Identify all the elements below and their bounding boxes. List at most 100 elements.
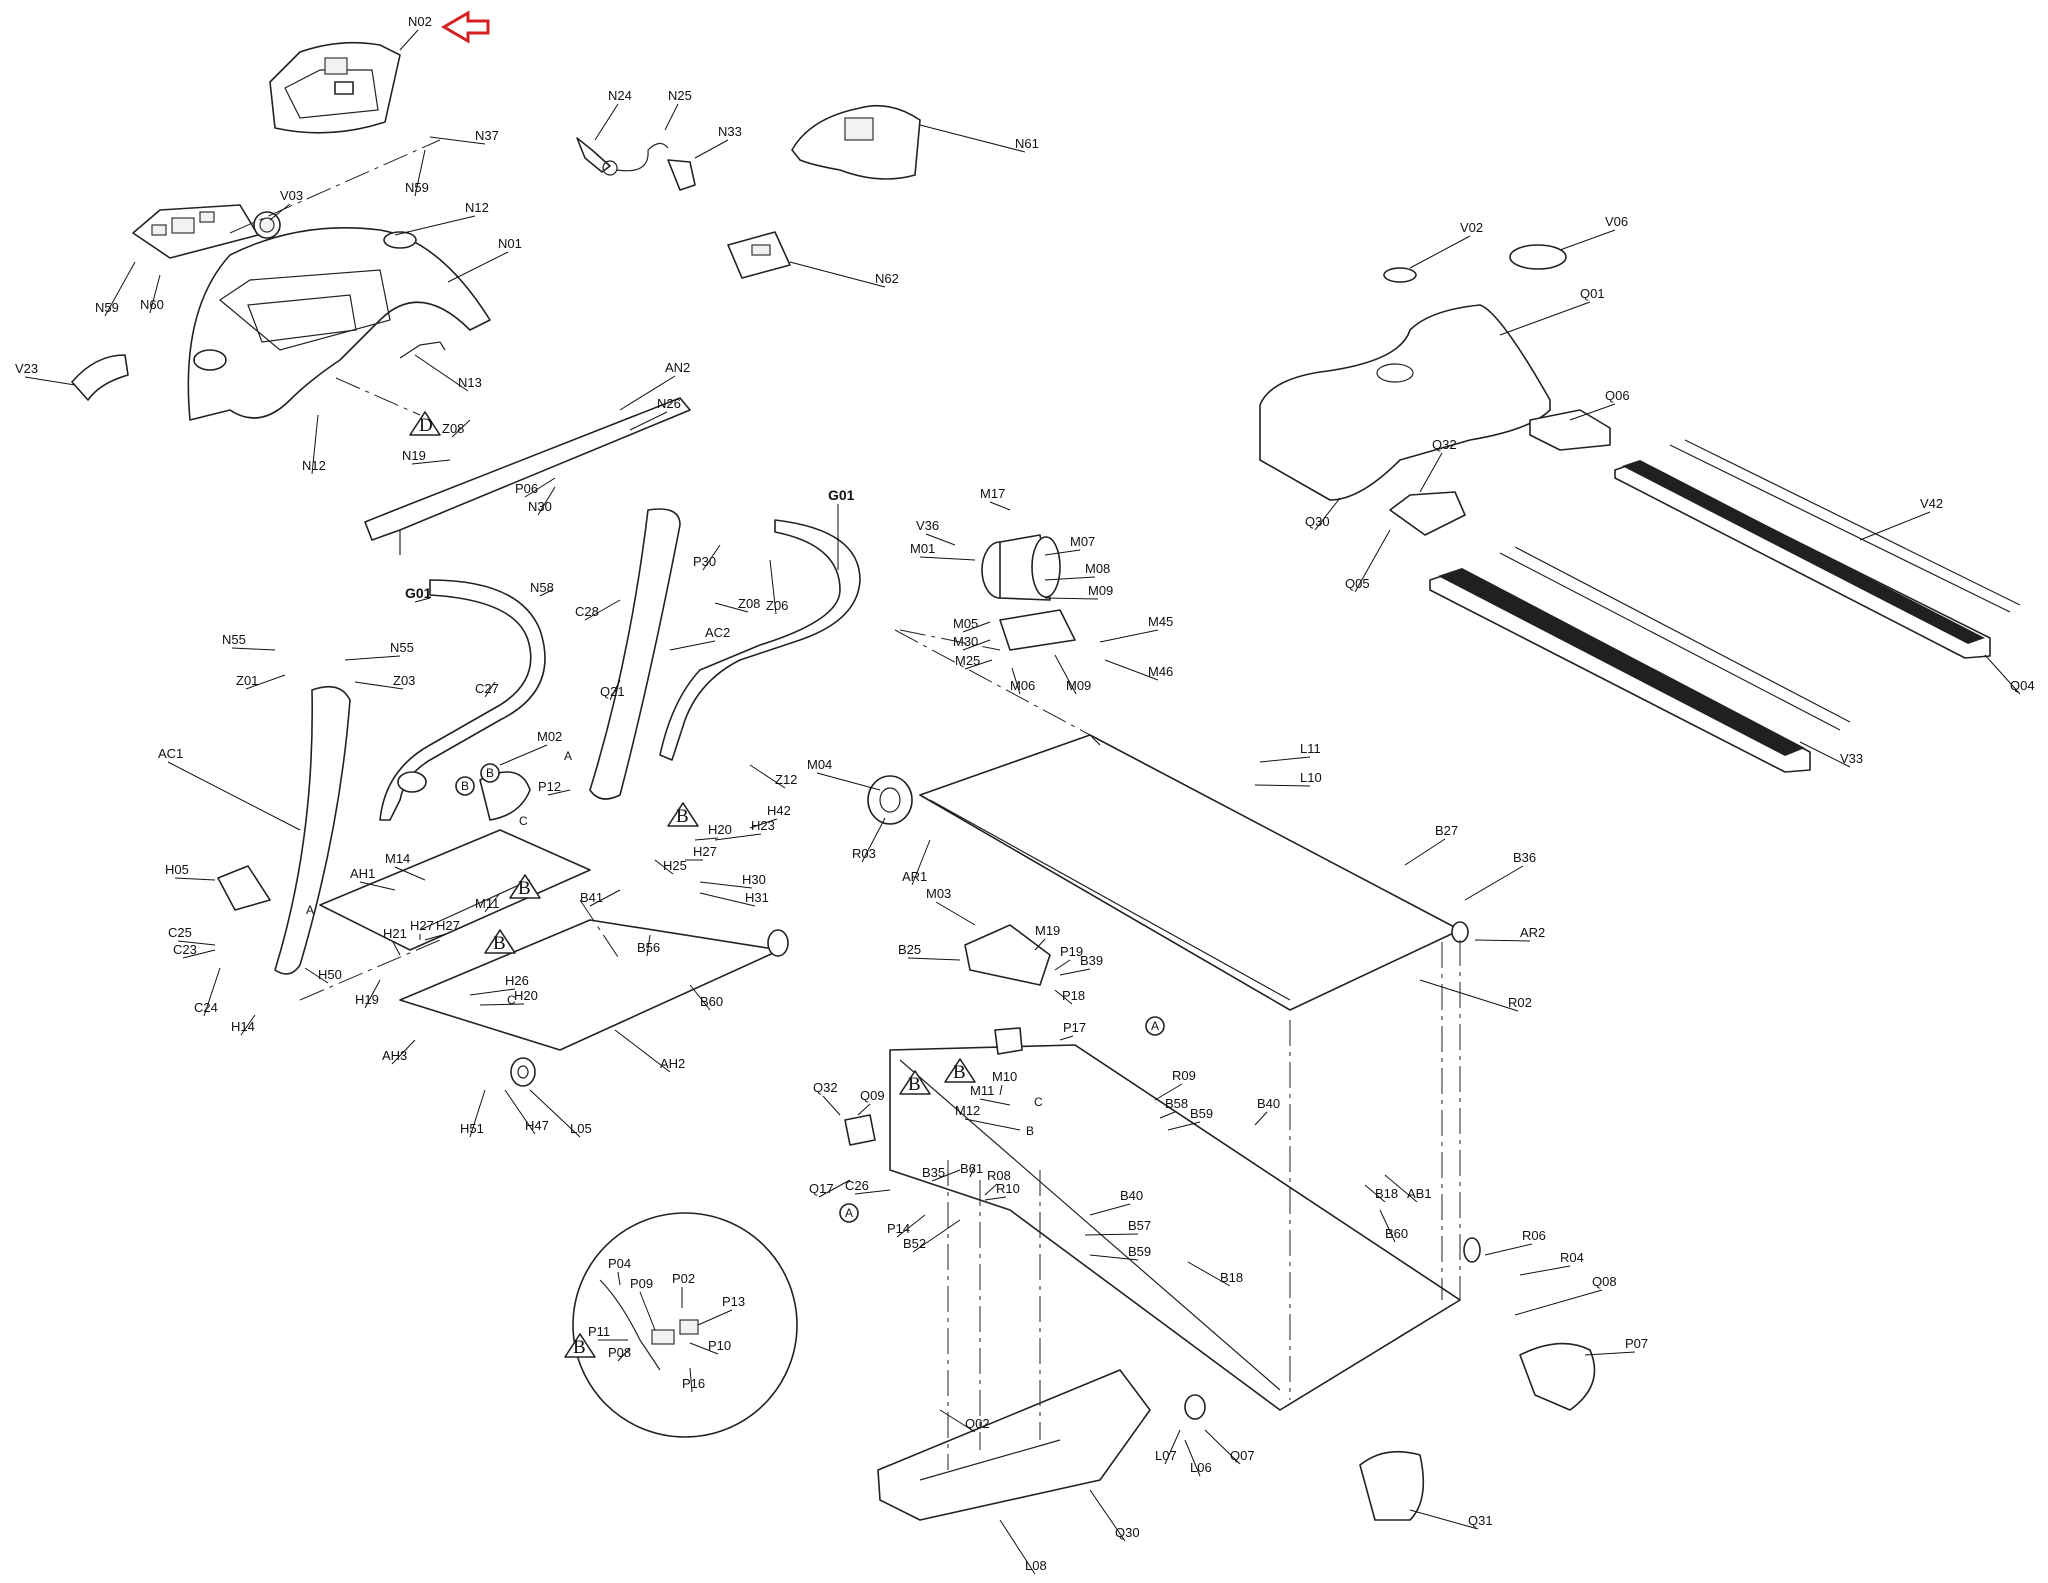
leader-line bbox=[1011, 667, 1021, 695]
leader-line bbox=[919, 124, 1026, 153]
callout-label: N58 bbox=[530, 580, 554, 595]
leader-line bbox=[1354, 529, 1391, 593]
wheel-b60 bbox=[767, 929, 789, 957]
leader-line bbox=[240, 1014, 256, 1036]
callout-label: R08 bbox=[987, 1168, 1011, 1183]
assembly-marker-circles bbox=[455, 763, 1165, 1223]
callout-label: B27 bbox=[1435, 823, 1458, 838]
callout-label: H31 bbox=[745, 890, 769, 905]
callout-label: Q01 bbox=[1580, 286, 1605, 301]
leader-line bbox=[1044, 597, 1099, 600]
leader-line bbox=[245, 674, 286, 690]
leader-line bbox=[469, 988, 516, 996]
assembly-mark: A bbox=[1151, 1019, 1159, 1033]
callout-label: B60 bbox=[1385, 1226, 1408, 1241]
leader-line bbox=[1799, 741, 1851, 768]
callout-label: H30 bbox=[742, 872, 766, 887]
hood-q01 bbox=[1259, 304, 1551, 501]
callout-label: Z01 bbox=[236, 673, 258, 688]
leader-line bbox=[1314, 497, 1341, 531]
leader-line bbox=[1464, 865, 1524, 901]
callout-label: M45 bbox=[1148, 614, 1173, 629]
callout-label: P09 bbox=[630, 1276, 653, 1291]
callout-label: B60 bbox=[700, 994, 723, 1009]
callout-label: V36 bbox=[916, 518, 939, 533]
leader-line bbox=[669, 640, 716, 651]
callout-label: L06 bbox=[1190, 1460, 1212, 1475]
assembly-mark: A bbox=[564, 749, 572, 763]
console-top-cover-n02 bbox=[269, 41, 401, 134]
callout-label: N19 bbox=[402, 448, 426, 463]
callout-label: Q32 bbox=[813, 1080, 838, 1095]
leader-line bbox=[714, 602, 749, 613]
bracket-q06 bbox=[1529, 409, 1611, 451]
callout-label: AH3 bbox=[382, 1048, 407, 1063]
callout-label: P30 bbox=[693, 554, 716, 569]
leader-line bbox=[1167, 1121, 1201, 1131]
leader-line bbox=[931, 1169, 961, 1182]
callout-label: R10 bbox=[996, 1181, 1020, 1196]
assembly-mark: C bbox=[1034, 1095, 1043, 1109]
leader-line bbox=[414, 354, 469, 392]
callout-label: L11 bbox=[1300, 741, 1321, 756]
callout-label: P12 bbox=[538, 779, 561, 794]
callout-label: P04 bbox=[608, 1256, 631, 1271]
callout-label: B61 bbox=[960, 1161, 983, 1176]
leader-line bbox=[364, 979, 381, 1009]
motor-m01 bbox=[981, 534, 1061, 601]
callout-label: Q30 bbox=[1115, 1525, 1140, 1540]
callout-label: B40 bbox=[1257, 1096, 1280, 1111]
assembly-mark: B bbox=[953, 1062, 966, 1083]
leader-line bbox=[24, 376, 76, 386]
leader-line bbox=[1254, 1111, 1268, 1126]
callout-label: H27 bbox=[436, 918, 460, 933]
leader-line bbox=[702, 544, 721, 571]
leader-line bbox=[269, 203, 291, 221]
side-rail-v33 bbox=[1429, 546, 1851, 773]
leader-line bbox=[614, 1029, 671, 1073]
assembly-mark: C bbox=[519, 814, 528, 828]
leader-line bbox=[1089, 1489, 1126, 1542]
leader-line bbox=[989, 501, 1011, 511]
callout-label: Z12 bbox=[775, 772, 797, 787]
callout-label: G01 bbox=[828, 487, 855, 503]
callout-label: M17 bbox=[980, 486, 1005, 501]
callout-label: M12 bbox=[955, 1103, 980, 1118]
leader-line bbox=[962, 639, 991, 651]
callout-label: B18 bbox=[1220, 1270, 1243, 1285]
callout-label: B59 bbox=[1128, 1244, 1151, 1259]
leader-line bbox=[714, 833, 762, 841]
leader-line bbox=[935, 901, 976, 926]
callout-label: P06 bbox=[515, 481, 538, 496]
callout-label: Q07 bbox=[1230, 1448, 1255, 1463]
callout-label: H19 bbox=[355, 992, 379, 1007]
leader-line bbox=[149, 274, 161, 314]
leader-line bbox=[1364, 1184, 1386, 1203]
leader-line bbox=[399, 29, 419, 51]
leader-line bbox=[1984, 654, 2021, 695]
leader-line bbox=[999, 1084, 1003, 1096]
leader-line bbox=[1859, 511, 1931, 541]
callout-label: M11 bbox=[475, 896, 499, 911]
leader-line bbox=[504, 1089, 536, 1135]
leader-line bbox=[1204, 1429, 1241, 1465]
cover-q32 bbox=[994, 1027, 1023, 1055]
leader-line bbox=[411, 459, 451, 465]
callout-label: N55 bbox=[222, 632, 246, 647]
leader-line bbox=[969, 1164, 976, 1178]
callout-label: P19 bbox=[1060, 944, 1083, 959]
bracket-h05 bbox=[217, 865, 271, 911]
leader-line bbox=[547, 789, 571, 796]
leader-line bbox=[1514, 1289, 1603, 1316]
callout-label: R02 bbox=[1508, 995, 1532, 1010]
leader-line bbox=[694, 837, 719, 841]
leader-line bbox=[1419, 979, 1519, 1012]
callout-label: B52 bbox=[903, 1236, 926, 1251]
clip-n33 bbox=[667, 159, 696, 191]
leader-line bbox=[911, 839, 931, 886]
leader-line bbox=[1474, 939, 1531, 942]
leader-line bbox=[1384, 1174, 1418, 1203]
leader-line bbox=[919, 556, 976, 561]
